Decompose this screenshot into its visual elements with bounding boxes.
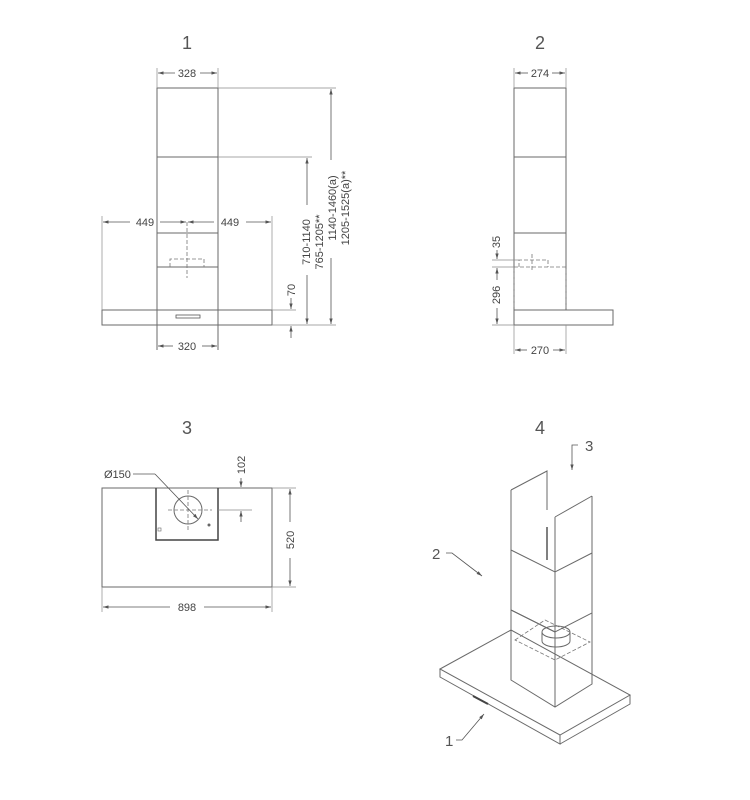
chimney-cutout [155,488,219,541]
canopy-box [510,610,593,708]
dim-274: 274 [531,68,549,80]
dim-70: 70 [286,284,298,296]
chimney [156,87,219,234]
front-view: 1 328 449 449 320 70 710-1140 765-1205**… [101,33,352,353]
control-panel [175,314,201,319]
hood-base-top [438,629,632,736]
dim-710-1140: 710-1140 [301,219,313,265]
dim-diameter-150: Ø150 [104,469,131,481]
dim-765-1205: 765-1205** [314,214,326,270]
chimney [510,490,593,633]
view-label-4: 4 [535,418,545,438]
dim-449-right: 449 [221,217,239,229]
side-view: 2 274 35 296 270 [491,33,614,357]
hood-base [101,309,273,326]
dim-1205-1525: 1205-1525(a)** [340,170,352,245]
view-label-3: 3 [182,418,192,438]
view-label-2: 2 [535,33,545,53]
callout-3: 3 [585,438,593,455]
control-panel [472,695,489,705]
view-label-1: 1 [182,33,192,53]
dim-35: 35 [491,236,503,248]
hood-base [513,309,614,326]
dim-270: 270 [531,345,549,357]
dim-320: 320 [178,341,196,353]
isometric-view: 4 3 2 1 [432,418,632,750]
dim-328: 328 [178,68,196,80]
dim-1140-1460: 1140-1460(a) [327,175,339,240]
callout-1: 1 [445,733,453,750]
hood-plate [101,487,273,588]
top-view: 3 Ø150 102 520 898 [101,418,297,614]
dim-520: 520 [285,531,297,549]
dim-296: 296 [491,286,503,304]
dim-449-left: 449 [136,217,154,229]
dim-898: 898 [178,602,196,614]
callout-2: 2 [432,546,440,563]
dim-102: 102 [236,456,248,474]
chimney [513,87,567,311]
canopy-body [156,232,219,311]
